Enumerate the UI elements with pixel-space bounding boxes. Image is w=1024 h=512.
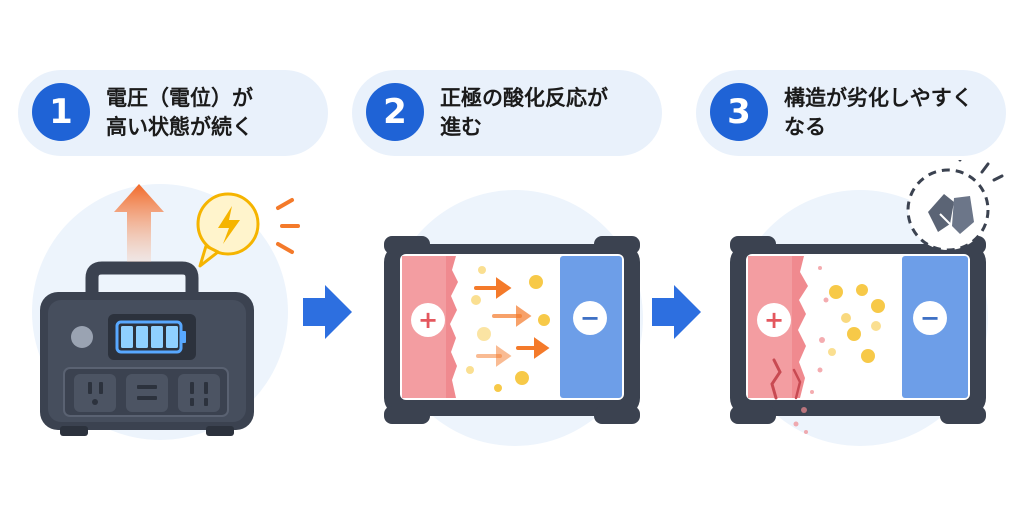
step-text-3: 構造が劣化しやすくなる: [784, 70, 994, 156]
right-arrow-icon-2: [652, 285, 701, 339]
ion-particles-icon: [466, 266, 550, 392]
step-card-3: 3 構造が劣化しやすくなる: [696, 70, 1006, 156]
negative-symbol-3: −: [920, 304, 940, 332]
debris-particles-icon: [793, 266, 829, 434]
step-text-1: 電圧（電位）が高い状態が続く: [106, 70, 316, 156]
negative-terminal-icon-3: [913, 301, 947, 335]
right-arrow-icon-1: [303, 285, 352, 339]
step-number-2: 2: [366, 83, 424, 141]
positive-symbol-3: +: [764, 306, 784, 334]
up-arrow-icon: [114, 184, 164, 262]
ion-particles-icon-3: [828, 284, 885, 363]
usb-port-icon: [126, 374, 168, 412]
step-1-line-2: 高い状態が続く: [106, 115, 253, 139]
step-3-line-2: なる: [784, 115, 826, 139]
positive-terminal-icon-3: [757, 303, 791, 337]
step-text-2: 正極の酸化反応が進む: [440, 70, 650, 156]
negative-symbol: −: [580, 304, 600, 332]
step-card-1: 1 電圧（電位）が高い状態が続く: [18, 70, 328, 156]
step-number-1: 1: [32, 83, 90, 141]
ac-outlet-icon: [74, 374, 116, 412]
illustration-scene: + −: [32, 160, 1004, 446]
step-2-line-2: 進む: [440, 115, 482, 139]
battery-cell-3: + −: [730, 236, 986, 434]
step-1-line-1: 電圧（電位）が: [106, 86, 253, 110]
step-3-line-1: 構造が劣化しやすく: [784, 86, 973, 110]
positive-symbol: +: [418, 306, 438, 334]
spark-lines-icon: [276, 198, 300, 254]
power-button-icon: [71, 326, 93, 348]
step-number-3: 3: [710, 83, 768, 141]
lightning-bubble-icon: [196, 192, 260, 268]
battery-cell-2: + −: [384, 236, 640, 424]
positive-terminal-icon: [411, 303, 445, 337]
step-card-2: 2 正極の酸化反応が進む: [352, 70, 662, 156]
ion-flow-arrows-icon: [474, 277, 550, 367]
step-2-line-1: 正極の酸化反応が: [440, 86, 608, 110]
cracked-crystal-icon: [906, 160, 1004, 252]
power-station: [40, 261, 254, 436]
negative-terminal-icon: [573, 301, 607, 335]
dc-outlet-icon: [178, 374, 220, 412]
